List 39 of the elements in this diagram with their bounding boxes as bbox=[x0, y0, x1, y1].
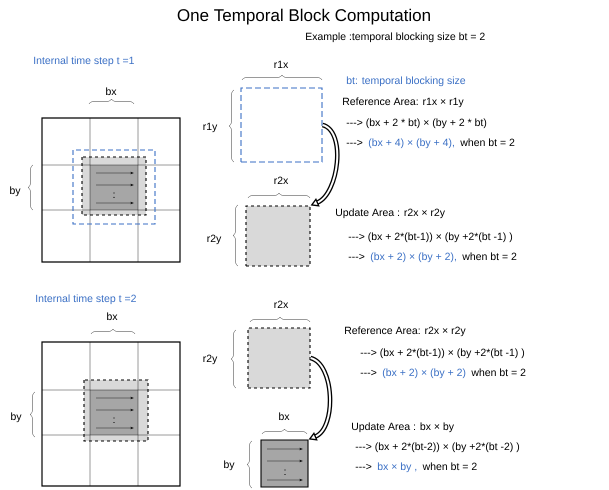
formula-text: ---> bbox=[348, 254, 364, 260]
dimension-label: r2y bbox=[207, 234, 222, 244]
ellipsis-mark: : bbox=[284, 469, 286, 475]
formula-text: when bt = 2 bbox=[460, 138, 514, 146]
dimension-label: r2y bbox=[203, 354, 218, 364]
formula-text: ---> bbox=[360, 370, 376, 376]
area-box bbox=[247, 327, 311, 389]
dimension-label: r2x bbox=[274, 176, 288, 184]
dimension-label: by bbox=[11, 412, 22, 422]
dimension-label: r1y bbox=[203, 122, 218, 132]
formula-text: ---> (bx + 2 * bt) × (by + 2 * bt) bbox=[346, 118, 486, 128]
formula-text: ---> (bx + 2*(bt-1)) × (by +2*(bt -1) ) bbox=[360, 348, 524, 358]
formula-text: when bt = 2 bbox=[422, 462, 477, 470]
dimension-label: bx bbox=[107, 312, 118, 320]
note-text: Example :temporal blocking size bt = 2 bbox=[306, 32, 485, 42]
area-text: Reference Area: r1x × r1y bbox=[343, 97, 464, 108]
area-text: Update Area : r2x × r2y bbox=[336, 208, 445, 218]
step-heading: Internal time step t =2 bbox=[36, 294, 136, 304]
dimension-label: r1x bbox=[274, 60, 288, 68]
dimension-label: by bbox=[224, 460, 235, 470]
formula-text: when bt = 2 bbox=[471, 368, 526, 376]
formula-text: bx × by , bbox=[378, 462, 416, 472]
area-box bbox=[245, 205, 311, 267]
formula-text: ---> bbox=[356, 464, 372, 470]
formula-text: ---> bbox=[346, 140, 362, 146]
area-box bbox=[240, 87, 323, 163]
formula-text: ---> (bx + 2*(bt-2)) × (by +2*(bt -2) ) bbox=[356, 442, 520, 452]
dimension-label: by bbox=[10, 186, 21, 196]
formula-text: (bx + 2) × (by + 2), bbox=[370, 252, 456, 262]
area-box bbox=[260, 439, 309, 488]
area-text: Update Area : bx × by bbox=[352, 422, 454, 432]
dimension-label: r2x bbox=[274, 300, 288, 308]
step-heading: Internal time step t =1 bbox=[34, 56, 134, 66]
dimension-label: bx bbox=[279, 412, 290, 420]
title: One Temporal Block Computation bbox=[178, 8, 430, 25]
formula-text: (bx + 4) × (by + 4), bbox=[368, 138, 454, 148]
dimension-label: bx bbox=[106, 87, 116, 96]
formula-text: when bt = 2 bbox=[462, 252, 516, 260]
formula-text: (bx + 2) × (by + 2) bbox=[382, 368, 466, 378]
